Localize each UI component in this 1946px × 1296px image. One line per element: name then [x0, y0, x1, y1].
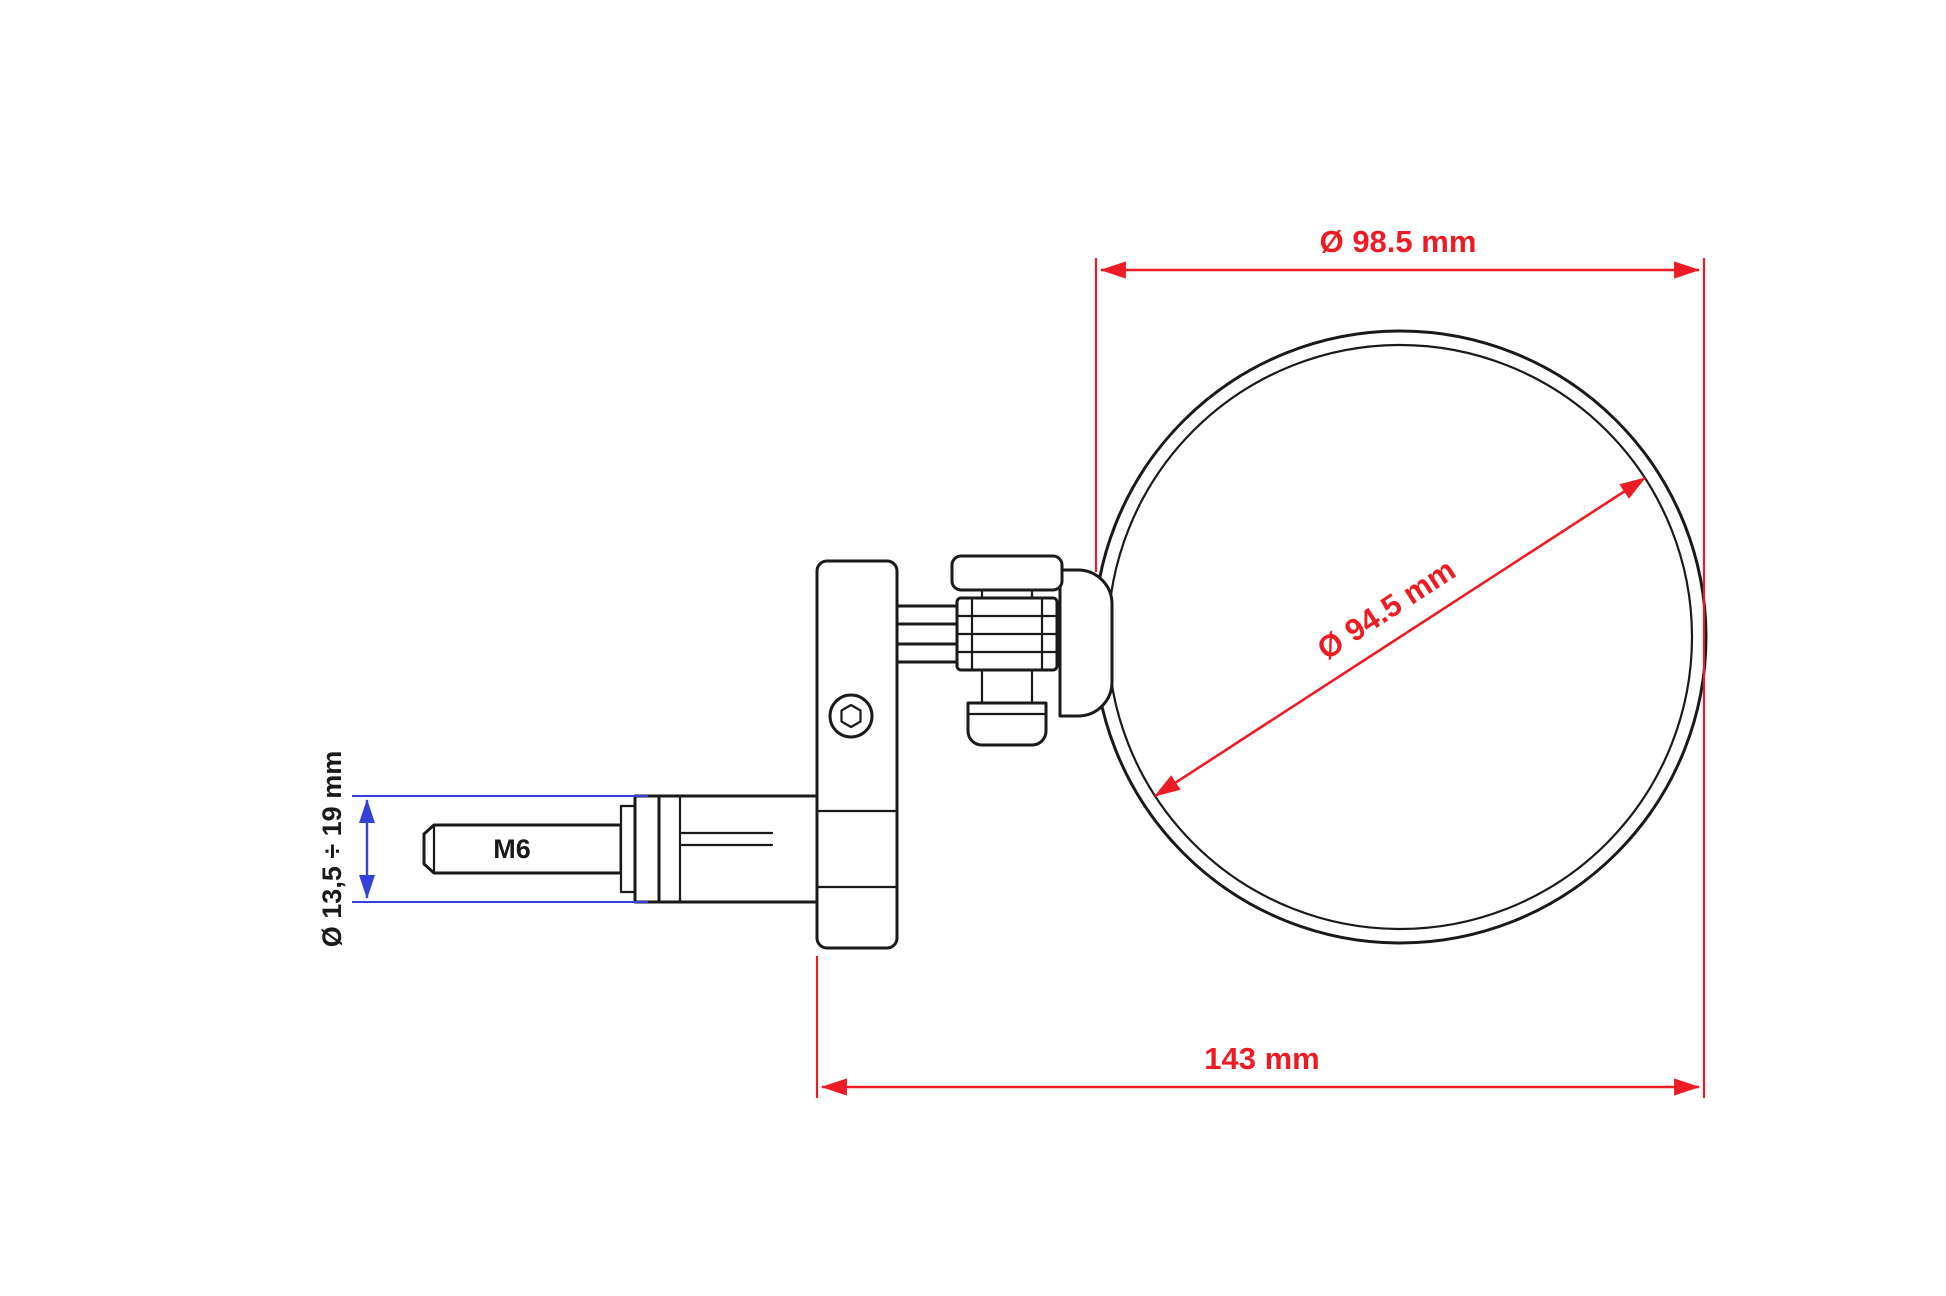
outer-diameter-label: Ø 98.5 mm: [1320, 224, 1477, 259]
pivot-screw-hex-socket: [840, 703, 862, 729]
clamp-body: [815, 559, 899, 950]
bolt-washer-large: [633, 794, 661, 904]
hinge-assembly: [895, 554, 1064, 747]
mirror-mount-boss: [1058, 568, 1114, 718]
dimension-overall-width: 143 mm: [815, 956, 1701, 1098]
overall-width-label: 143 mm: [1204, 1041, 1319, 1076]
pivot-bolt-head: [950, 554, 1064, 592]
bolt-washer-small: [619, 804, 637, 894]
pivot-screw-head: [828, 693, 874, 739]
clamp-range-label: Ø 13,5 ÷ 19 mm: [317, 751, 347, 947]
bolt-thread-label: M6: [493, 834, 531, 864]
dimension-outer-diameter: Ø 98.5 mm: [1094, 224, 1706, 1098]
clamp-outline: [815, 559, 899, 950]
pivot-nut: [966, 701, 1048, 747]
dimension-clamp-range: Ø 13,5 ÷ 19 mm: [317, 751, 648, 947]
bolt-assembly: M6: [422, 794, 819, 904]
expander-sleeve: [657, 794, 819, 904]
diagonal-dimension-line: [1154, 476, 1646, 798]
